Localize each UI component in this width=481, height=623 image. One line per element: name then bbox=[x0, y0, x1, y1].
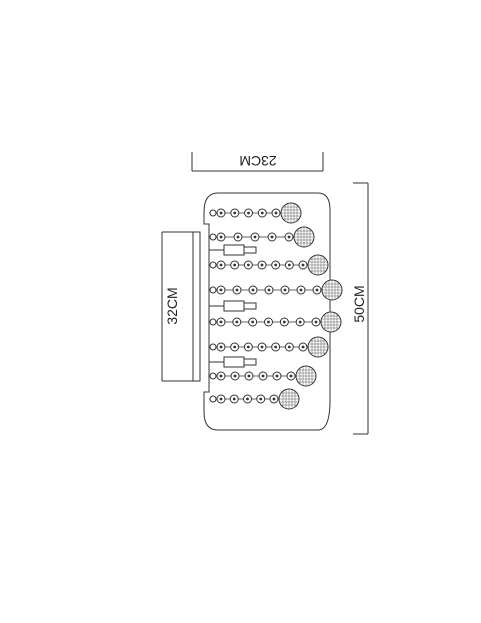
crystal-ball bbox=[307, 336, 329, 358]
crystal-bead bbox=[209, 343, 217, 351]
crystal-bead-core bbox=[219, 345, 223, 349]
crystal-bead-core bbox=[233, 211, 237, 215]
crystal-bead-core bbox=[274, 345, 278, 349]
crystal-bead-core bbox=[246, 345, 250, 349]
crystal-bead-core bbox=[251, 288, 255, 292]
crystal-bead bbox=[209, 395, 217, 403]
bulb bbox=[243, 246, 257, 254]
crystal-strand bbox=[209, 311, 342, 333]
crystal-bead bbox=[209, 372, 217, 380]
crystal-bead-core bbox=[260, 263, 264, 267]
crystal-bead-core bbox=[282, 320, 286, 324]
crystal-bead-core bbox=[219, 235, 223, 239]
crystal-bead-core bbox=[247, 374, 251, 378]
crystal-bead-core bbox=[233, 263, 237, 267]
crystal-bead-core bbox=[232, 397, 236, 401]
crystal-strand bbox=[209, 365, 317, 387]
crystal-bead-core bbox=[219, 320, 223, 324]
crystal-bead bbox=[209, 209, 217, 217]
crystal-bead-core bbox=[233, 345, 237, 349]
crystal-bead-core bbox=[235, 288, 239, 292]
crystal-bead bbox=[209, 318, 217, 326]
crystal-strand bbox=[209, 226, 315, 248]
height-dimension bbox=[353, 182, 369, 435]
crystal-bead-core bbox=[283, 288, 287, 292]
bulb-holder bbox=[209, 300, 257, 312]
backplate-dimension bbox=[161, 231, 193, 382]
crystal-bead-core bbox=[259, 397, 263, 401]
crystal-ball bbox=[280, 202, 302, 224]
bulb-socket bbox=[223, 300, 245, 312]
crystal-bead bbox=[209, 261, 217, 269]
crystal-bead-core bbox=[267, 320, 270, 324]
crystal-bead-core bbox=[287, 263, 291, 267]
crystal-bead-core bbox=[287, 235, 291, 239]
crystal-ball bbox=[320, 311, 342, 333]
crystal-bead-core bbox=[272, 397, 276, 401]
backplate bbox=[192, 231, 201, 382]
crystal-bead-core bbox=[219, 288, 223, 292]
crystal-ball bbox=[293, 226, 315, 248]
crystal-strand bbox=[209, 254, 329, 276]
width-dimension-label: 23CM bbox=[239, 153, 276, 169]
crystal-bead-core bbox=[219, 263, 223, 267]
backplate-dimension-label: 32CM bbox=[164, 287, 180, 324]
bulb-socket bbox=[223, 356, 245, 368]
width-dimension bbox=[191, 152, 324, 172]
crystal-bead bbox=[209, 233, 217, 241]
crystal-bead-core bbox=[251, 320, 255, 324]
crystal-bead-core bbox=[235, 320, 239, 324]
crystal-bead-core bbox=[315, 288, 319, 292]
crystal-bead-core bbox=[275, 374, 279, 378]
crystal-bead-core bbox=[289, 374, 293, 378]
crystal-strand bbox=[209, 279, 343, 301]
crystal-strand bbox=[209, 202, 302, 224]
bulb bbox=[243, 358, 257, 366]
crystal-bead-core bbox=[246, 263, 250, 267]
crystal-bead bbox=[209, 286, 217, 294]
bulb-socket bbox=[223, 244, 245, 256]
crystal-strand bbox=[209, 388, 300, 410]
crystal-bead-core bbox=[260, 345, 264, 349]
bulb bbox=[243, 302, 257, 310]
bulb-holder bbox=[209, 356, 257, 368]
crystal-bead-core bbox=[299, 288, 303, 292]
crystal-bead-core bbox=[233, 374, 237, 378]
crystal-bead-core bbox=[236, 235, 240, 239]
crystal-strand bbox=[209, 336, 329, 358]
crystal-bead-core bbox=[219, 374, 223, 378]
crystal-bead-core bbox=[270, 235, 274, 239]
crystal-bead-core bbox=[314, 320, 318, 324]
crystal-ball bbox=[307, 254, 329, 276]
crystal-bead-core bbox=[246, 397, 249, 401]
crystal-bead-core bbox=[274, 211, 278, 215]
crystal-ball bbox=[295, 365, 317, 387]
crystal-strands bbox=[209, 202, 343, 410]
crystal-bead-core bbox=[260, 211, 264, 215]
crystal-bead-core bbox=[301, 263, 305, 267]
crystal-bead-core bbox=[253, 235, 257, 239]
crystal-bead-core bbox=[298, 320, 302, 324]
crystal-bead-core bbox=[219, 211, 223, 215]
crystal-bead-core bbox=[219, 397, 223, 401]
crystal-bead-core bbox=[274, 263, 278, 267]
crystal-ball bbox=[321, 279, 343, 301]
bulb-holder bbox=[209, 244, 257, 256]
crystal-bead-core bbox=[301, 345, 305, 349]
crystal-bead-core bbox=[261, 374, 265, 378]
height-dimension-label: 50CM bbox=[351, 285, 367, 322]
crystal-bead-core bbox=[287, 345, 291, 349]
crystal-bead-core bbox=[247, 211, 250, 215]
crystal-ball bbox=[278, 388, 300, 410]
crystal-bead-core bbox=[267, 288, 271, 292]
fixture-outline bbox=[203, 192, 331, 431]
